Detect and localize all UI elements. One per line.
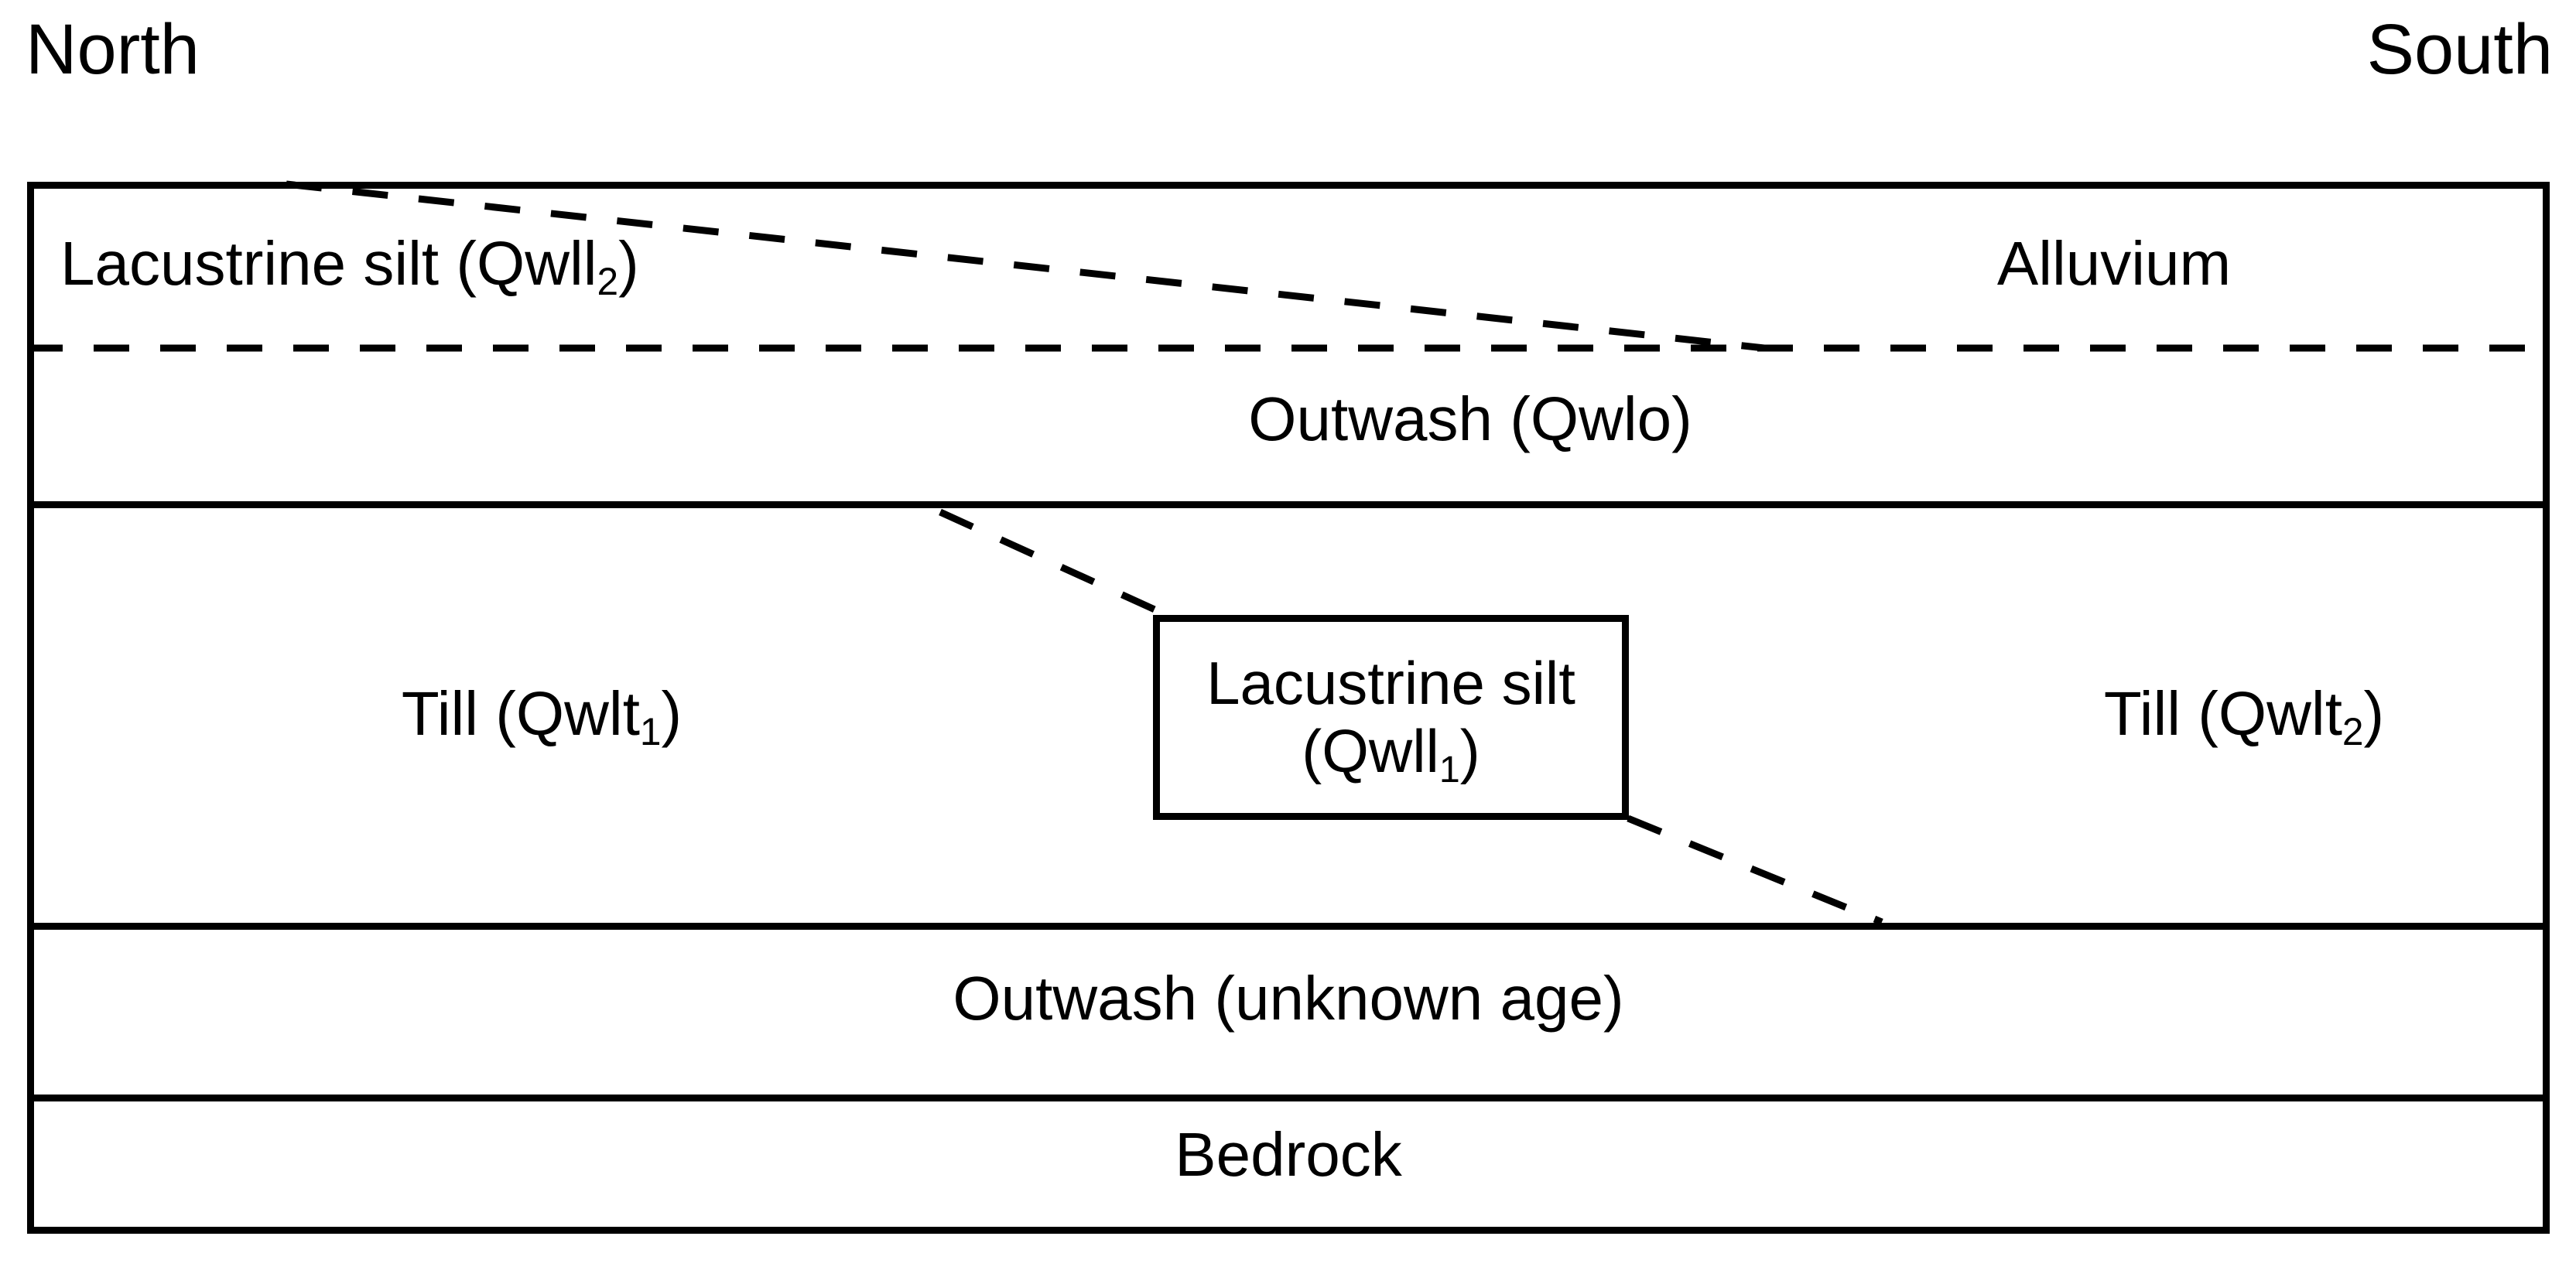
unit-subscript-qwlt2: 2 — [2342, 709, 2364, 753]
unit-name-outwash-qwlo: Outwash — [1248, 384, 1493, 453]
unit-symbol-qwlo: Qwlo — [1530, 384, 1672, 453]
compass-label-south: South — [2366, 10, 2553, 89]
unit-paren-close: ) — [618, 229, 639, 298]
unit-symbol-qwll1: Qwll — [1322, 717, 1439, 786]
unit-qualifier-unknown-age: unknown age — [1235, 964, 1603, 1033]
unit-paren-close: ) — [2363, 679, 2385, 748]
unit-paren-close: ) — [1603, 964, 1624, 1033]
unit-symbol-line-qwll1: (Qwll1) — [1302, 717, 1480, 791]
unit-symbol-qwlt1: Qwlt — [515, 679, 640, 748]
unit-paren-open: ( — [439, 229, 477, 298]
unit-paren-open: ( — [2181, 679, 2219, 748]
unit-name-till-right: Till — [2103, 679, 2181, 748]
unit-label-till-right: Till (Qwlt2) — [2103, 679, 2385, 753]
unit-label-bedrock: Bedrock — [1175, 1120, 1401, 1190]
unit-name-outwash-unknown: Outwash — [953, 964, 1198, 1033]
lacustrine-silt-lens-box: Lacustrine silt (Qwll1) — [1153, 615, 1629, 820]
unit-paren-close: ) — [661, 679, 682, 748]
unit-label-lacustrine-silt-upper: Lacustrine silt (Qwll2) — [60, 229, 639, 303]
unit-label-lacustrine-silt-lens: Lacustrine silt (Qwll1) — [1160, 648, 1622, 791]
contact-till-base — [34, 923, 2543, 930]
contact-outwash-unknown-base — [34, 1095, 2543, 1101]
unit-subscript-qwll1: 1 — [1439, 749, 1460, 791]
unit-name-lacustrine-silt-lens: Lacustrine silt — [1206, 648, 1575, 717]
unit-paren-close: ) — [1671, 384, 1692, 453]
unit-name-till-left: Till — [401, 679, 479, 748]
unit-label-outwash-qwlo: Outwash (Qwlo) — [1248, 384, 1692, 454]
unit-label-till-left: Till (Qwlt1) — [401, 679, 682, 753]
unit-label-alluvium: Alluvium — [1997, 229, 2231, 299]
unit-symbol-qwll2: Qwll — [476, 229, 597, 298]
contact-outwash-qwlo-base — [34, 501, 2543, 508]
unit-symbol-qwlt2: Qwlt — [2218, 679, 2342, 748]
unit-paren-open: ( — [1492, 384, 1531, 453]
unit-subscript-qwll2: 2 — [597, 259, 619, 303]
unit-name-bedrock: Bedrock — [1175, 1120, 1402, 1189]
unit-paren-open: ( — [478, 679, 516, 748]
unit-name-lacustrine-silt-upper: Lacustrine silt — [60, 229, 440, 298]
unit-label-outwash-unknown: Outwash (unknown age) — [953, 964, 1623, 1033]
unit-subscript-qwlt1: 1 — [639, 709, 662, 753]
compass-label-north: North — [26, 10, 200, 89]
unit-paren-open: ( — [1197, 964, 1235, 1033]
unit-name-alluvium: Alluvium — [1996, 229, 2232, 298]
